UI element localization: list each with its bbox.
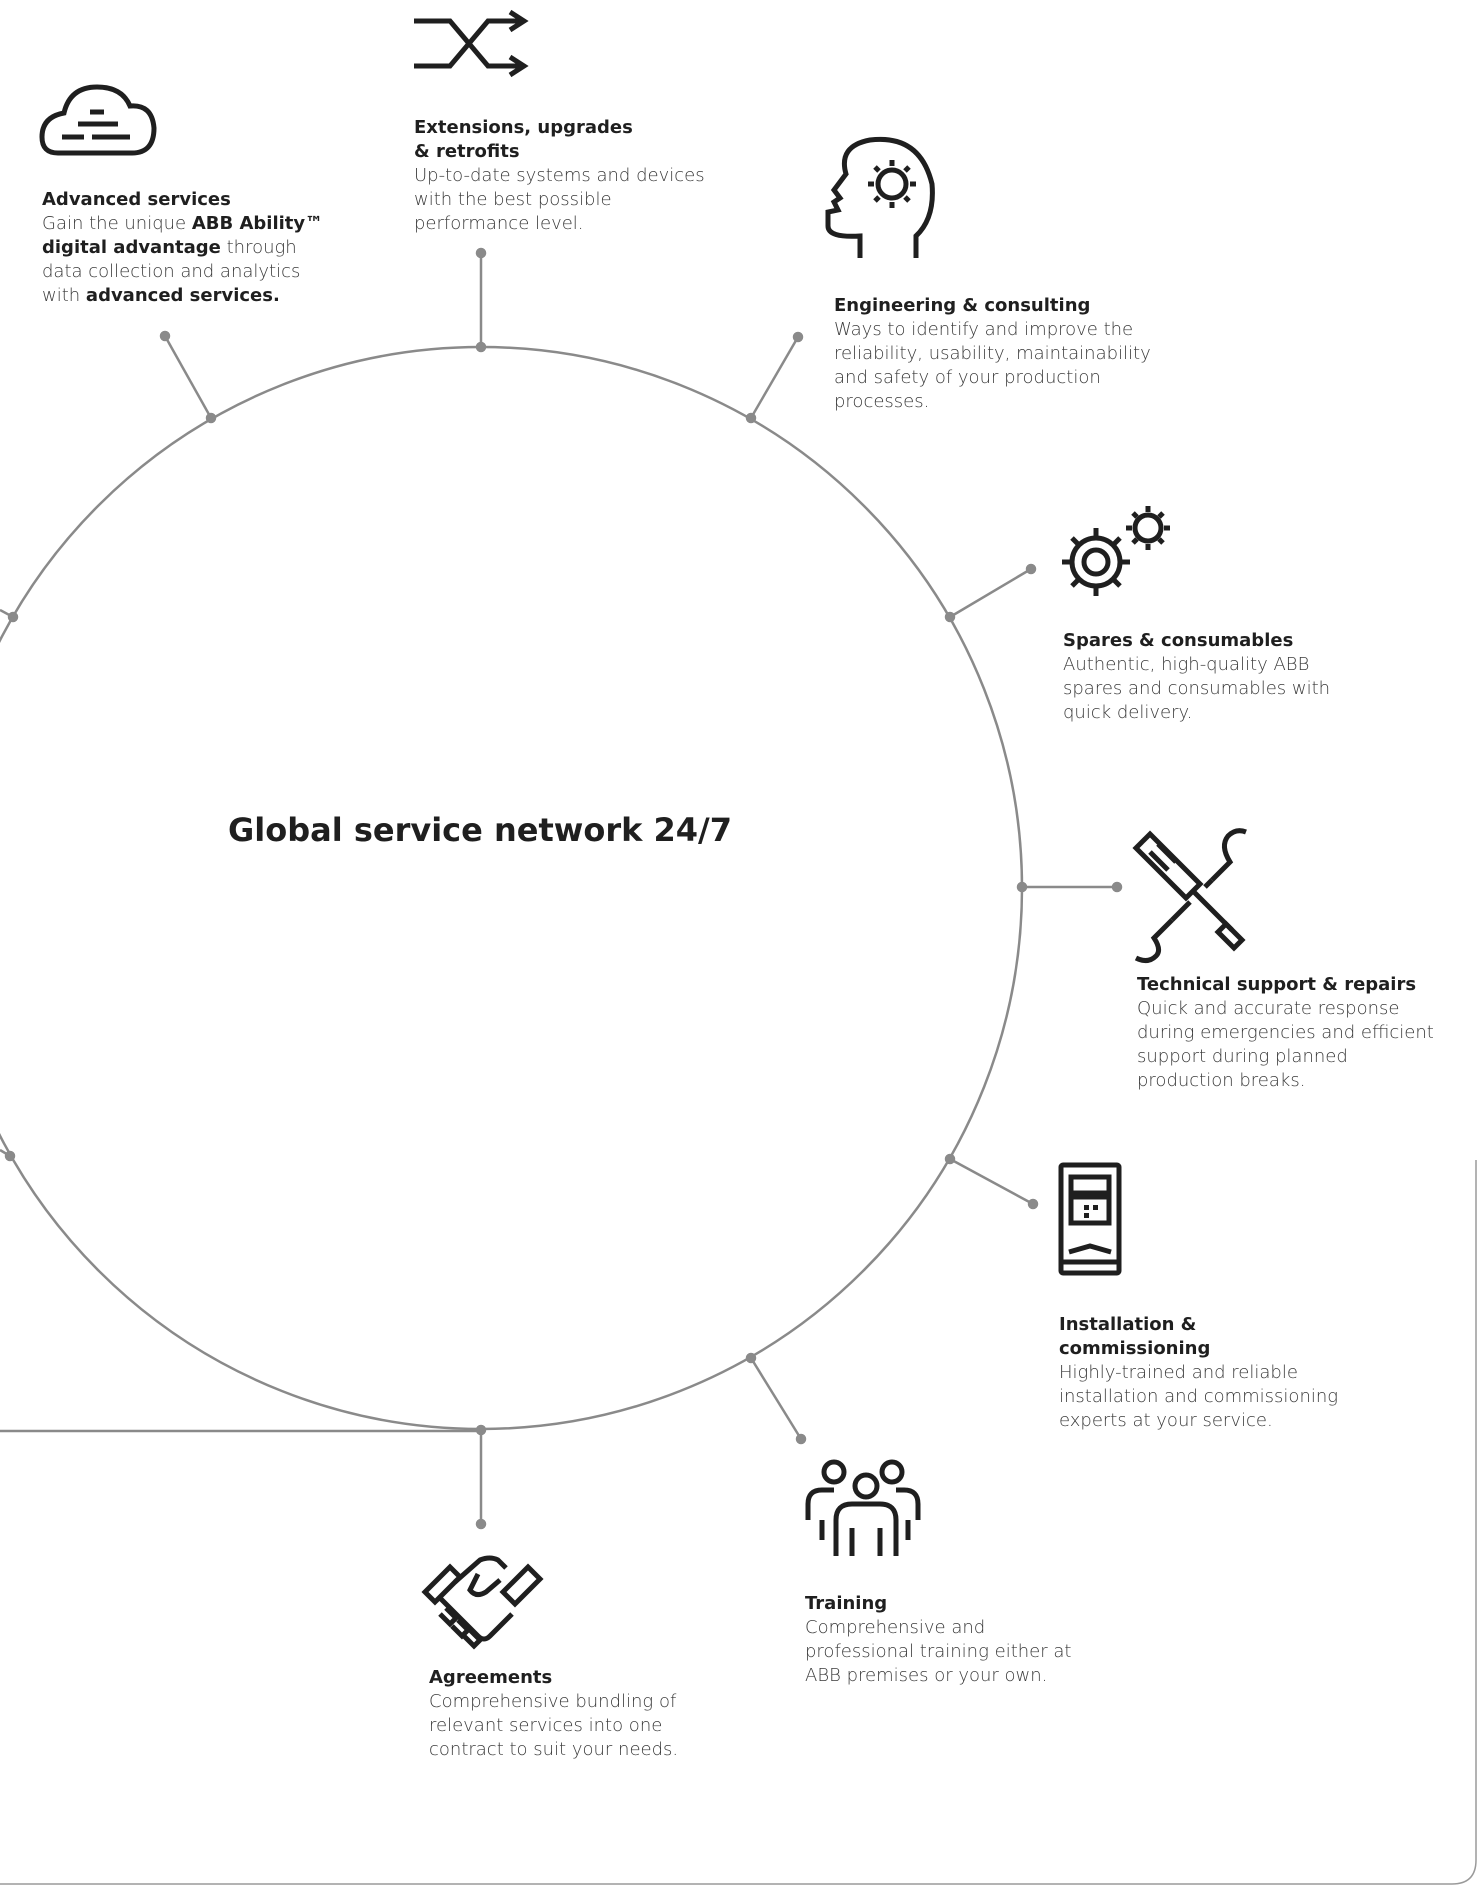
service-desc: Authentic, high-quality ABB spares and c… (1063, 654, 1331, 723)
cloud-icon (39, 84, 157, 156)
service-desc: Ways to identify and improve the reliabi… (834, 319, 1151, 412)
service-desc: Comprehensive bundling of relevant servi… (429, 1691, 679, 1760)
spoke-advanced (159, 330, 217, 424)
spoke-installation (944, 1153, 1039, 1210)
service-agreements: Agreements Comprehensive bundling of rel… (429, 1666, 699, 1762)
people-group-icon (805, 1459, 921, 1556)
spoke-left-upper (0, 608, 19, 623)
spoke-engineering (745, 331, 804, 424)
service-title: Engineering & consulting (834, 295, 1091, 316)
service-title: Spares & consumables (1063, 630, 1294, 651)
spoke-left-lower (0, 1148, 16, 1162)
service-title: Installation & commissioning (1059, 1314, 1211, 1359)
screwdriver-wrench-icon (1132, 828, 1247, 964)
spoke-training (745, 1352, 807, 1445)
service-desc: Up-to-date systems and devices with the … (414, 165, 705, 234)
service-title: Technical support & repairs (1137, 974, 1417, 995)
shuffle-arrows-icon (414, 9, 529, 78)
head-gear-icon (825, 136, 935, 258)
spoke-spares (944, 563, 1037, 623)
service-title: Training (805, 1593, 888, 1614)
network-circle (0, 345, 1024, 1431)
drive-device-icon (1058, 1162, 1122, 1276)
service-installation: Installation & commissioning Highly-trai… (1059, 1313, 1359, 1433)
spokes (0, 247, 1123, 1530)
page-border (0, 1160, 1477, 1885)
service-extensions: Extensions, upgrades & retrofits Up-to-d… (414, 116, 714, 236)
spoke-agreements (475, 1424, 487, 1530)
service-training: Training Comprehensive and professional … (805, 1592, 1085, 1688)
service-spares: Spares & consumables Authentic, high-qua… (1063, 629, 1343, 725)
spoke-extensions (475, 247, 487, 353)
gears-icon (1062, 506, 1170, 596)
service-desc: Comprehensive and professional training … (805, 1617, 1072, 1686)
service-title: Agreements (429, 1667, 553, 1688)
service-title: Extensions, upgrades & retrofits (414, 117, 633, 162)
service-desc: Highly-trained and reliable installation… (1059, 1362, 1339, 1431)
service-title: Advanced services (42, 189, 231, 210)
service-technical-support: Technical support & repairs Quick and ac… (1137, 973, 1447, 1093)
handshake-icon (421, 1555, 544, 1650)
spoke-technical (1016, 881, 1123, 893)
center-title: Global service network 24/7 (227, 811, 732, 849)
service-engineering: Engineering & consulting Ways to identif… (834, 294, 1154, 414)
service-advanced-services: Advanced services Gain the unique ABB Ab… (42, 188, 342, 308)
service-desc: Quick and accurate response during emerg… (1137, 998, 1434, 1091)
service-desc: Gain the unique ABB Ability™ digital adv… (42, 213, 324, 306)
